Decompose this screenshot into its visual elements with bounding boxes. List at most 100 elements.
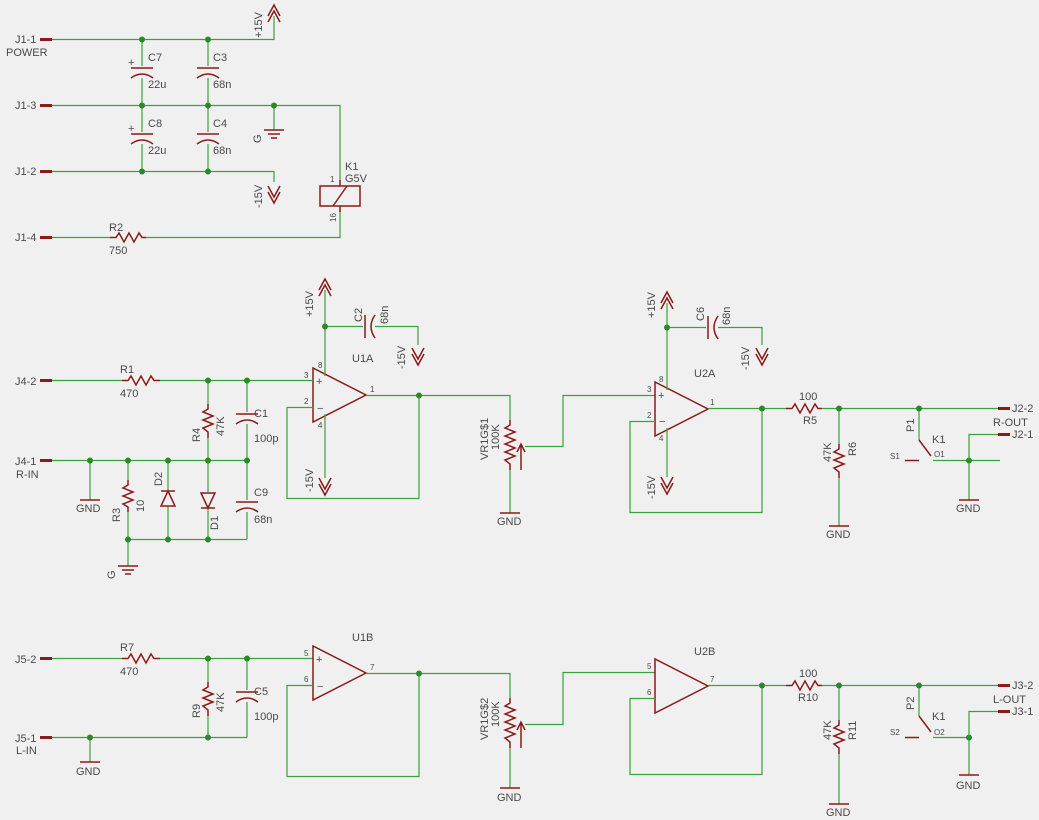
opamp-u1a-pin: 4: [318, 421, 323, 430]
ground-label: GND: [497, 516, 522, 528]
opamp-u2a-pin: 4: [659, 434, 664, 443]
capacitor-c2-name: C2: [353, 308, 365, 322]
opamp-u2b: [654, 657, 710, 715]
opamp-u1a: [312, 366, 368, 424]
supply-neg15-label: -15V: [304, 468, 316, 492]
opamp-u1b-pin: 6: [304, 675, 309, 684]
potentiometer-vr1g1: [502, 420, 518, 470]
capacitor-c7-plus: +: [128, 57, 134, 69]
connector-j4-2-label: J4-2: [15, 376, 36, 388]
capacitor-c3-curve: [196, 73, 220, 79]
capacitor-c1-name: C1: [254, 408, 268, 420]
resistor-r9-name: R9: [191, 704, 203, 718]
connector-j1-4-label: J1-4: [15, 232, 36, 244]
ground-g-icon: [264, 129, 284, 139]
supply-neg15-label: -15V: [646, 475, 658, 499]
connector-j5-2-label: J5-2: [15, 654, 36, 666]
supply-pos15-label: +15V: [646, 291, 658, 318]
relay-k1-p1-label: P1: [905, 419, 917, 432]
opamp-u1a-pin: 1: [370, 385, 375, 394]
left-channel-section: J5-2 J5-1 L-IN R7 470 R9 47K C5 100p GND…: [15, 632, 1033, 819]
resistor-r2-value: 750: [109, 245, 127, 257]
opamp-u2a-pin: 2: [647, 411, 652, 420]
opamp-u1a-name: U1A: [352, 353, 374, 365]
resistor-r6-name: R6: [847, 442, 859, 456]
resistor-r5: [786, 402, 822, 415]
junction: [759, 405, 765, 412]
capacitor-c9-value: 68n: [254, 514, 272, 526]
relay-k1-o1-label: O1: [934, 450, 945, 459]
wire-j2-1: [968, 433, 998, 461]
wire-vr1g1-to-u2a: [525, 394, 655, 448]
opamp-u1b-pin: 5: [304, 649, 309, 658]
junction: [244, 655, 250, 662]
junction: [205, 734, 211, 741]
resistor-r4: [200, 404, 216, 438]
capacitor-c8-plus: +: [128, 123, 134, 135]
connector-j4-2-pad: [40, 379, 52, 382]
resistor-r6-value: 47K: [822, 442, 834, 462]
connector-j3-2-pad: [998, 684, 1010, 687]
junction: [205, 536, 211, 543]
capacitor-c5-value: 100p: [254, 711, 278, 723]
ground-label: GND: [826, 529, 851, 541]
junction: [244, 457, 250, 464]
capacitor-c7-value: 22u: [148, 79, 166, 91]
potentiometer-vr1g1-value: 100K: [490, 424, 502, 450]
junction: [205, 377, 211, 384]
relay-k1-s1-label: S1: [890, 452, 900, 461]
supply-neg15-arrow-icon: [755, 347, 769, 367]
opamp-u2a-plus: +: [658, 390, 664, 402]
connector-j2-1-label: J2-1: [1012, 429, 1033, 441]
relay-k1-s2-label: S2: [890, 728, 900, 737]
supply-neg15-label: -15V: [253, 184, 265, 208]
ground-g-label: G: [252, 134, 264, 143]
junction: [916, 682, 922, 689]
diode-d2-name: D2: [153, 472, 165, 486]
opamp-u2a-name: U2A: [694, 368, 716, 380]
junction: [205, 168, 211, 175]
relay-k1-coil-diagonal: [332, 185, 348, 207]
connector-j1-1-label: J1-1: [15, 34, 36, 46]
relay-k1-name: K1: [345, 161, 358, 173]
junction: [836, 682, 842, 689]
connector-j2-2-pad: [998, 407, 1010, 410]
capacitor-c1-value: 100p: [254, 433, 278, 445]
relay-k1-p2-label: P2: [905, 697, 917, 710]
wire-j3-1: [968, 710, 998, 738]
right-channel-section: J4-2 J4-1 R-IN R1 470 R4 47K C1 100p GND…: [15, 277, 1033, 579]
supply-pos15-arrow-icon: [318, 277, 332, 297]
junction: [125, 457, 131, 464]
supply-neg15-label: -15V: [396, 345, 408, 369]
supply-pos15-label: +15V: [253, 11, 265, 38]
opamp-u2a-pin: 3: [647, 385, 652, 394]
junction: [916, 405, 922, 412]
capacitor-c6-value: 68n: [721, 307, 733, 325]
junction: [244, 377, 250, 384]
relay-k1-pin-16: 16: [329, 213, 338, 222]
potentiometer-vr1g1-name: VR1G$1: [479, 418, 491, 460]
supply-neg15-arrow-icon: [660, 476, 674, 496]
resistor-r5-value: 100: [799, 391, 817, 403]
junction: [87, 734, 93, 741]
capacitor-c4-name: C4: [213, 118, 227, 130]
connector-r-in-label: R-IN: [16, 469, 39, 481]
opamp-u1b-minus: −: [317, 681, 323, 693]
relay-k1-pin-1: 1: [330, 175, 335, 184]
wire-u1b-output: [366, 672, 511, 698]
resistor-r5-name: R5: [803, 415, 817, 427]
opamp-u2a: [654, 380, 710, 438]
relay-k1-o2-label: O2: [934, 728, 945, 737]
junction: [205, 102, 211, 109]
resistor-r9: [200, 682, 216, 716]
connector-j1-2-pad: [40, 170, 52, 173]
resistor-r10: [786, 679, 822, 692]
wire-c6: [667, 326, 763, 345]
wire-u1a-output: [366, 394, 511, 420]
resistor-r2-name: R2: [109, 222, 123, 234]
wire-u2b-feedback: [629, 685, 763, 776]
wire-c2: [325, 325, 419, 345]
relay-k1-value: G5V: [345, 173, 368, 185]
junction: [165, 536, 171, 543]
potentiometer-vr1g2: [502, 698, 518, 748]
